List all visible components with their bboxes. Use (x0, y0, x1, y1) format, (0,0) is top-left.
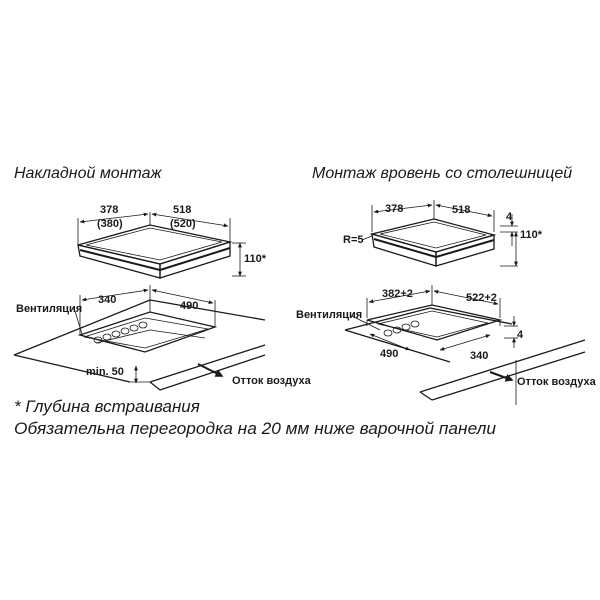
right-dim-radius: R=5 (343, 234, 364, 246)
left-dim-min: min. 50 (86, 366, 124, 378)
right-view-title: Монтаж вровень со столешницей (312, 165, 572, 182)
depth-note: * Глубина встраивания (14, 397, 200, 416)
left-label-air: Отток воздуха (232, 375, 312, 387)
left-dim-width-alt: (380) (97, 218, 123, 230)
right-dim-edge: 4 (506, 211, 513, 223)
right-worktop: 382+2 522+2 Вентиляция 490 340 4 (296, 285, 524, 363)
right-dim-recess-depth: 522+2 (466, 292, 497, 304)
right-dim-cutout-width: 340 (470, 350, 488, 362)
right-view: Монтаж вровень со столешницей 378 518 4 (296, 165, 597, 405)
left-dim-cutout-width: 340 (98, 294, 116, 306)
partition-note: Обязательна перегородка на 20 мм ниже ва… (14, 419, 497, 438)
left-label-ventilation: Вентиляция (16, 303, 82, 315)
left-dim-height: 110* (244, 253, 267, 265)
right-label-ventilation: Вентиляция (296, 309, 362, 321)
right-partition: Отток воздуха (419, 339, 597, 405)
left-worktop: 340 490 Вентиляция (13, 285, 266, 383)
right-vent-holes (383, 320, 420, 337)
left-cooktop (77, 224, 233, 279)
left-view: Накладной монтаж 378 (380) 518 (520) 110… (13, 165, 312, 391)
left-partition: min. 50 Отток воздуха (86, 344, 312, 391)
right-dim-height: 110* (520, 229, 543, 241)
right-dim-depth: 518 (452, 204, 470, 216)
left-dim-cutout-depth: 490 (180, 300, 198, 312)
left-view-title: Накладной монтаж (14, 165, 163, 182)
left-air-arrow (197, 363, 224, 377)
right-dim-width: 378 (385, 203, 403, 215)
left-top-dimensions: 378 (380) 518 (520) 110* (77, 204, 267, 277)
right-dim-recess-width: 382+2 (382, 288, 413, 300)
left-dim-depth: 518 (173, 204, 191, 216)
right-dim-recess-edge: 4 (517, 329, 524, 341)
right-air-arrow (489, 371, 514, 382)
right-dim-cutout-depth: 490 (380, 348, 398, 360)
left-dim-width: 378 (100, 204, 118, 216)
right-top-dimensions: 378 518 4 110* R=5 (343, 200, 543, 267)
left-vent-holes (93, 321, 148, 344)
right-label-air: Отток воздуха (517, 376, 597, 388)
left-dim-depth-alt: (520) (170, 218, 196, 230)
right-cooktop (369, 218, 497, 267)
